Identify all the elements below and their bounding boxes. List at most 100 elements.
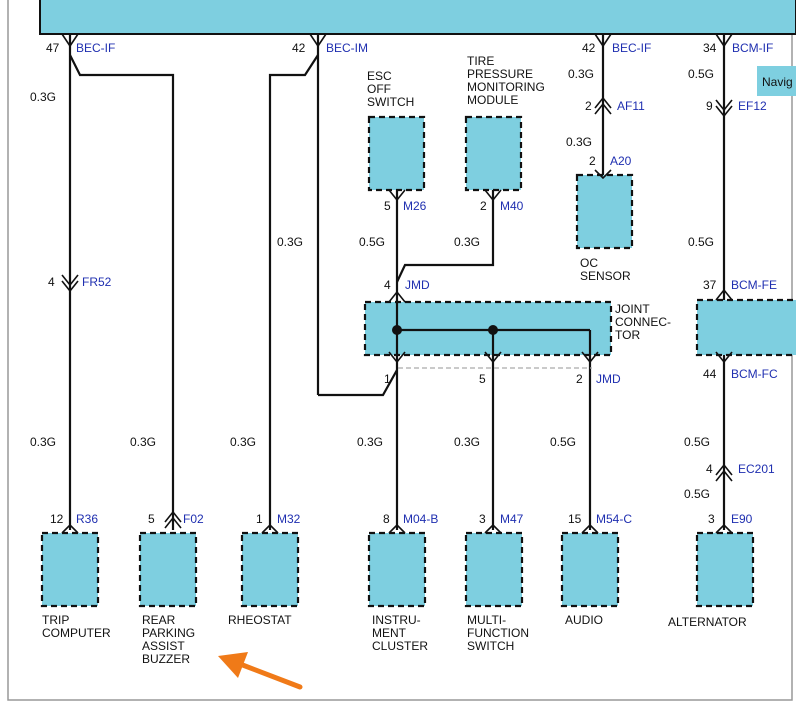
audio-box [560, 531, 620, 608]
connector-symbols [61, 33, 733, 534]
svg-text:FUNCTION: FUNCTION [467, 626, 529, 640]
tpms-module-box [464, 115, 523, 192]
multifunction-switch-box [464, 531, 524, 608]
trip-computer-box [40, 531, 100, 608]
connector-id: JMD [405, 278, 430, 292]
rheostat-box [240, 531, 300, 608]
wire-spec: 0.5G [688, 67, 714, 81]
svg-text:ASSIST: ASSIST [142, 639, 185, 653]
navigation-tab-label: Navig [762, 75, 793, 89]
pin-label: 47 [46, 41, 60, 55]
pointer-arrow-icon [218, 652, 303, 690]
connector-id: BCM-IF [732, 41, 773, 55]
splice-dot-2 [488, 325, 498, 335]
pin-label: 15 [568, 512, 582, 526]
connector-id: M32 [277, 512, 301, 526]
connector-id: M40 [500, 199, 524, 213]
pin-label: 4 [706, 462, 713, 476]
svg-text:SWITCH: SWITCH [467, 639, 514, 653]
connector-id: EF12 [738, 99, 767, 113]
svg-text:AUDIO: AUDIO [565, 613, 603, 627]
wire-spec: 0.3G [130, 435, 156, 449]
connector-id: M54-C [596, 512, 632, 526]
wire-spec: 0.5G [359, 235, 385, 249]
connector-id: R36 [76, 512, 98, 526]
svg-text:MENT: MENT [372, 626, 407, 640]
pin-label: 3 [479, 512, 486, 526]
svg-text:PARKING: PARKING [142, 626, 195, 640]
label-oc-sensor: OC SENSOR [580, 256, 631, 283]
svg-text:MONITORING: MONITORING [467, 80, 545, 94]
pin-label: 2 [576, 372, 583, 386]
connector-id: BCM-FC [731, 367, 778, 381]
label-alternator: ALTERNATOR [668, 615, 747, 629]
svg-text:JOINT: JOINT [615, 302, 650, 316]
wire-spec: 0.3G [357, 435, 383, 449]
joint-connector-box [363, 300, 613, 357]
connector-id: JMD [596, 372, 621, 386]
connector-id: F02 [183, 512, 204, 526]
pin-label: 42 [582, 41, 596, 55]
bcm-fe-fc-box [695, 298, 796, 357]
svg-text:MULTI-: MULTI- [467, 613, 506, 627]
pin-label: 2 [480, 199, 487, 213]
pin-label: 34 [703, 41, 717, 55]
svg-text:TRIP: TRIP [42, 613, 69, 627]
wire-rheostat [268, 54, 319, 530]
pin-label: 8 [383, 512, 390, 526]
connector-id: E90 [731, 512, 753, 526]
wire-spec: 0.3G [30, 90, 56, 104]
wire-spec: 0.3G [454, 235, 480, 249]
label-joint-connector: JOINT CONNEC- TOR [615, 302, 671, 342]
svg-text:INSTRU-: INSTRU- [372, 613, 421, 627]
svg-text:COMPUTER: COMPUTER [42, 626, 111, 640]
connector-id: BEC-IF [76, 41, 115, 55]
pin-label: 44 [703, 367, 717, 381]
svg-text:REAR: REAR [142, 613, 176, 627]
label-multifunction-switch: MULTI- FUNCTION SWITCH [467, 613, 529, 653]
svg-text:TIRE: TIRE [467, 54, 494, 68]
wire-spec: 0.5G [684, 435, 710, 449]
label-esc-off-switch: ESC OFF SWITCH [367, 69, 414, 109]
svg-text:OC: OC [580, 256, 598, 270]
pin-label: 9 [706, 99, 713, 113]
pin-label: 3 [708, 512, 715, 526]
label-trip-computer: TRIP COMPUTER [42, 613, 111, 640]
wire-tpms [396, 190, 495, 283]
instrument-cluster-box [367, 531, 427, 608]
svg-text:SWITCH: SWITCH [367, 95, 414, 109]
svg-text:SENSOR: SENSOR [580, 269, 631, 283]
rear-parking-buzzer-box [138, 531, 198, 608]
svg-text:RHEOSTAT: RHEOSTAT [228, 613, 292, 627]
alternator-box [695, 531, 755, 608]
connector-id: M47 [500, 512, 524, 526]
pin-label: 5 [148, 512, 155, 526]
svg-text:MODULE: MODULE [467, 93, 518, 107]
connector-id: AF11 [617, 99, 645, 113]
connector-id: A20 [610, 154, 632, 168]
wire-spec: 0.3G [568, 67, 594, 81]
splice-dot-1 [392, 325, 402, 335]
connector-id: EC201 [738, 462, 775, 476]
wire-spec: 0.5G [684, 487, 710, 501]
wire-spec: 0.5G [550, 435, 576, 449]
esc-off-switch-box [367, 115, 426, 192]
pin-label: 2 [589, 154, 596, 168]
connector-id: FR52 [82, 275, 112, 289]
wire-spec: 0.5G [688, 235, 714, 249]
wire-spec: 0.3G [230, 435, 256, 449]
wire-spec: 0.3G [277, 235, 303, 249]
svg-text:PRESSURE: PRESSURE [467, 67, 533, 81]
connector-id: BCM-FE [731, 278, 777, 292]
svg-text:TOR: TOR [615, 328, 640, 342]
label-rheostat: RHEOSTAT [228, 613, 292, 627]
pin-label: 42 [292, 41, 306, 55]
pin-label: 4 [384, 278, 391, 292]
pin-label: 1 [256, 512, 263, 526]
svg-text:ALTERNATOR: ALTERNATOR [668, 615, 747, 629]
svg-text:CLUSTER: CLUSTER [372, 639, 428, 653]
pin-label: 12 [50, 512, 64, 526]
connector-id: M04-B [403, 512, 438, 526]
navigation-tab[interactable] [757, 66, 796, 96]
